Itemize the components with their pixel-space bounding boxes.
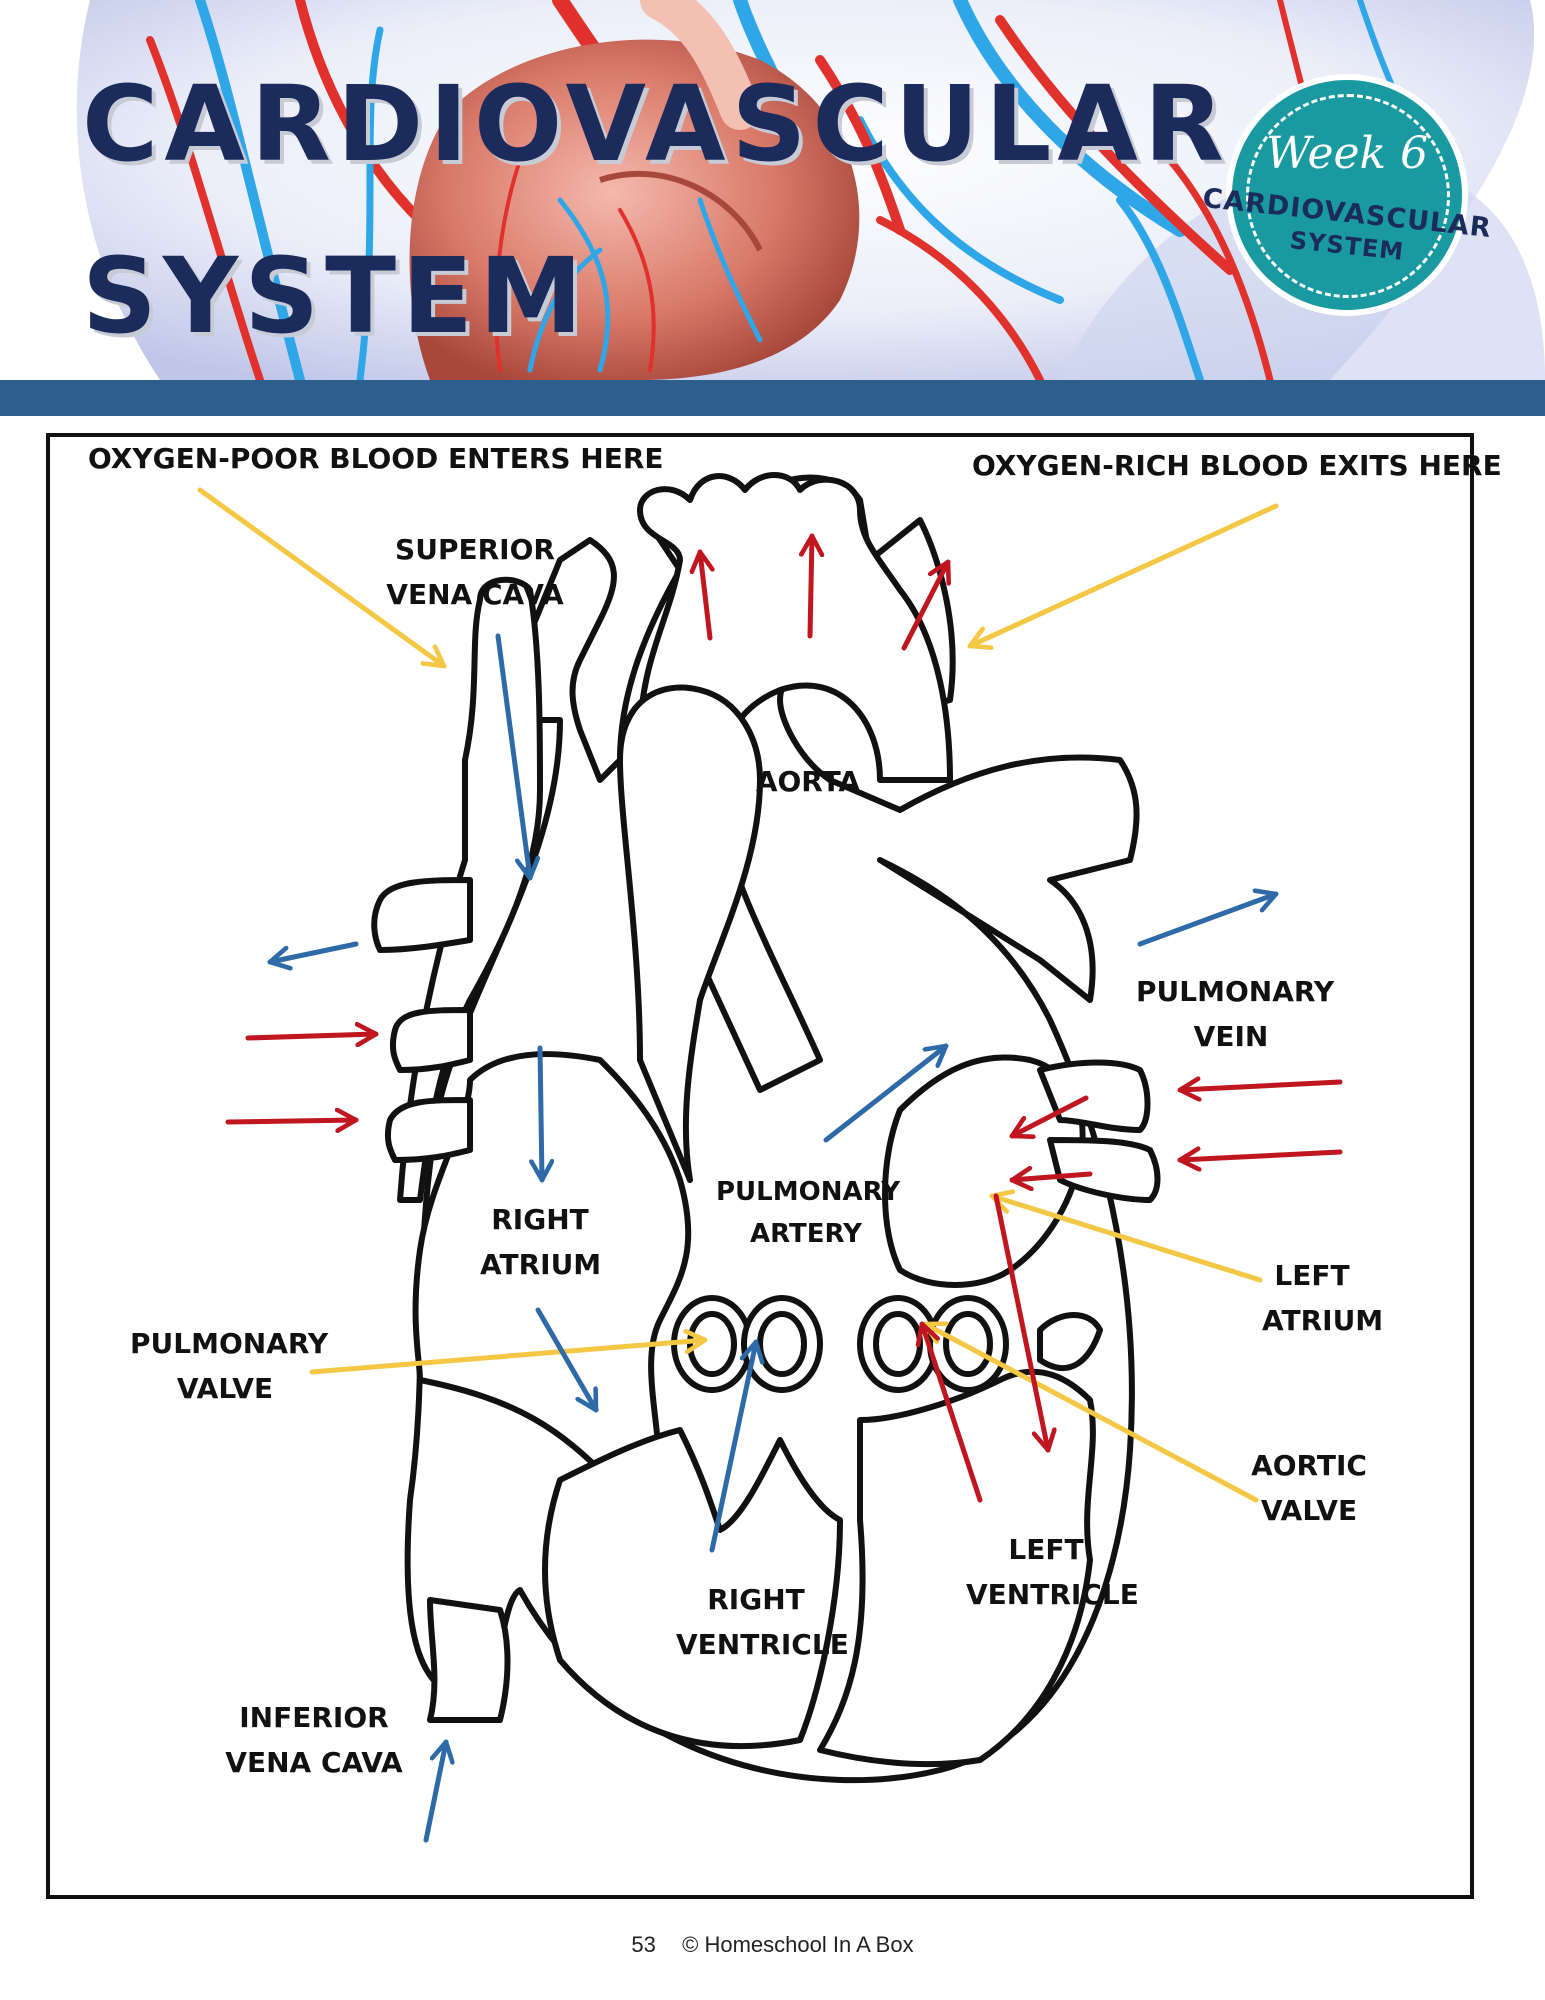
label-left-atrium-line2: ATRIUM [1262,1303,1384,1337]
label-pulmonary-valve-line2: VALVE [176,1371,274,1405]
vessel-stub-left-2 [389,1007,473,1073]
aortic-valve-inner-right [943,1311,993,1377]
septum-notch [1037,1312,1103,1372]
label-pulmonary-vein-line1: PULMONARY [1136,975,1335,1008]
page-footer: 53 © Homeschool In A Box [0,1932,1545,1958]
copyright-text: © Homeschool In A Box [682,1932,914,1957]
blue-flow-arrows [267,633,1279,1843]
label-left-ventricle: LEFT VENTRICLE [966,1528,1139,1618]
red-arrow-aorta-mid [810,533,812,639]
red-arrow-aorta-left [700,549,710,641]
label-left-atrium: LEFT ATRIUM [1262,1254,1384,1344]
page-title-line2: SYSTEM [82,235,589,357]
pulmonary-vein-stub-lower [1047,1137,1161,1203]
label-aortic-valve-line1: AORTIC [1251,1449,1367,1482]
red-arrow-left-ventricle-up [922,1321,983,1503]
right-atrium [412,1051,692,1483]
blue-arrow-inferior-vena-cava [423,1739,446,1843]
label-superior-vena-cava-line2: VENA CAVA [386,577,564,611]
week-badge: Week 6 CARDIOVASCULAR SYSTEM [1201,80,1493,310]
arrow-pulmonary-valve [309,1340,708,1375]
label-superior-vena-cava-line1: SUPERIOR [395,533,555,566]
red-flow-arrows [225,533,1343,1503]
heart-outline [371,472,1161,1784]
label-right-atrium-line1: RIGHT [491,1203,589,1236]
label-pulmonary-artery: PULMONARY ARTERY [716,1172,901,1255]
label-left-ventricle-line2: VENTRICLE [966,1577,1139,1611]
aortic-valve-inner-left [873,1311,923,1377]
pulmonary-artery-trunk [617,684,763,1183]
red-arrow-right-lower [1177,1152,1343,1160]
arrow-oxygen-rich [967,503,1279,646]
page-number: 53 [631,1932,656,1957]
label-inferior-vena-cava: INFERIOR VENA CAVA [224,1696,404,1786]
label-superior-vena-cava: SUPERIOR VENA CAVA [380,528,570,618]
blue-arrow-right-atrium-down [540,1045,542,1183]
blue-arrow-pulmonary-out [1137,894,1279,947]
right-ventricle [542,1427,843,1749]
label-aorta: AORTA [755,765,861,798]
label-right-ventricle: RIGHT VENTRICLE [676,1578,849,1668]
inferior-vena-cava [427,1597,511,1723]
label-inferior-vena-cava-line2: VENA CAVA [225,1745,403,1779]
left-ventricle [817,1368,1096,1768]
red-arrow-right-upper [1177,1082,1343,1090]
blue-arrow-pulmonary-artery [823,1043,949,1143]
arrow-left-atrium [989,1196,1263,1283]
blue-arrow-left-out [267,941,359,962]
header-banner: CARDIOVASCULAR SYSTEM Week 6 CARDIOVASCU… [0,0,1545,380]
pulmonary-vein-stub-upper [1037,1059,1151,1133]
header-divider-band [0,380,1545,416]
label-oxygen-rich: OXYGEN-RICH BLOOD EXITS HERE [972,449,1502,482]
label-right-atrium-line2: ATRIUM [480,1247,602,1281]
label-inferior-vena-cava-line1: INFERIOR [239,1701,389,1734]
red-arrow-left-upper [245,1034,379,1038]
label-left-ventricle-line1: LEFT [1008,1533,1084,1566]
arrow-aortic-valve [922,1324,1259,1503]
label-pulmonary-valve: PULMONARY VALVE [130,1322,329,1412]
vessel-stub-left-1 [371,877,473,953]
red-arrow-vein-in-lower [1009,1174,1093,1180]
yellow-pointer-arrows [197,487,1279,1503]
label-pulmonary-vein-line2: VEIN [1193,1019,1269,1053]
vessel-stub-left-3 [384,1097,473,1163]
blue-arrow-to-right-ventricle [535,1307,599,1413]
blue-arrow-superior-vena-cava [495,633,530,881]
badge-dashed-ring [1246,94,1450,298]
label-pulmonary-vein: PULMONARY VEIN [1136,970,1335,1060]
diagram-frame [46,433,1474,1899]
label-right-atrium: RIGHT ATRIUM [480,1198,602,1288]
label-aortic-valve-line2: VALVE [1260,1493,1358,1527]
red-arrow-aorta-right [901,559,948,651]
label-left-atrium-line1: LEFT [1274,1259,1350,1292]
label-right-ventricle-line2: VENTRICLE [676,1627,849,1661]
coronary-vessels [527,197,763,373]
label-oxygen-poor: OXYGEN-POOR BLOOD ENTERS HERE [88,442,664,475]
pulmonary-valve-inner-left [687,1311,737,1377]
label-aortic-valve: AORTIC VALVE [1244,1444,1374,1534]
label-right-ventricle-line1: RIGHT [707,1583,805,1616]
blue-arrow-right-ventricle-up [709,1339,756,1553]
label-pulmonary-artery-line2: ARTERY [750,1218,862,1249]
left-atrium [882,1054,1086,1288]
red-arrow-left-lower [225,1120,359,1122]
red-arrow-left-ventricle-down [993,1193,1048,1453]
label-pulmonary-valve-line1: PULMONARY [130,1327,329,1360]
pulmonary-valve-inner-right [757,1311,807,1377]
red-arrow-vein-in-upper [1009,1095,1089,1136]
label-pulmonary-artery-line1: PULMONARY [716,1177,901,1207]
badge-week-label: Week 6 [1265,128,1429,179]
arrow-oxygen-poor [197,487,447,669]
page-title-line1: CARDIOVASCULAR [82,63,1230,185]
